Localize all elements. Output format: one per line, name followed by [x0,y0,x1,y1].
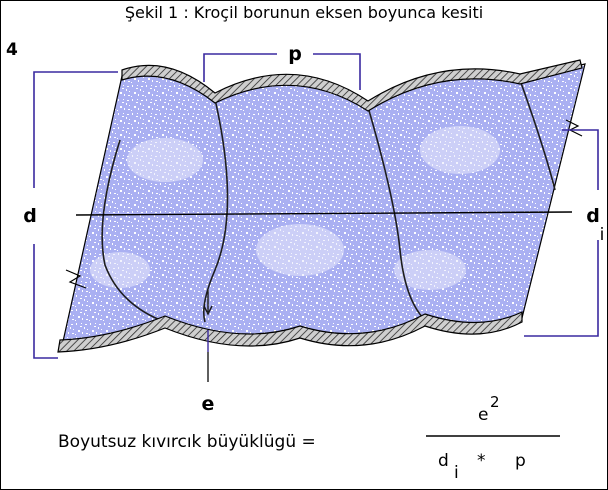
bottom-pipe-wall [57,311,523,353]
edge-break-marks [65,119,583,289]
outer-diameter-dimension [33,71,118,359]
formula-left-text: Boyutsuz kıvırcık büyüklügü = [58,432,316,452]
pitch-label: p [288,43,302,65]
helical-ridges [101,79,556,323]
figure-number: 4 [6,40,18,60]
formula-denominator-subscript: i [454,463,459,483]
inner-diameter-dimension [524,129,599,337]
inner-diameter-subscript: i [600,225,605,245]
formula-denominator-base: d [438,451,449,471]
diagram-title: Şekil 1 : Kroçil borunun eksen boyunca k… [125,3,483,22]
pitch-dimension [203,53,361,90]
formula-denominator-p: p [515,451,526,471]
pipe-interior [61,63,586,347]
formula-numerator-base: e [478,405,488,425]
formula: Boyutsuz kıvırcık büyüklügü = e 2 d i * … [58,393,560,483]
corrugation-depth-label: e [202,393,215,415]
formula-numerator-exponent: 2 [490,393,500,411]
outer-diameter-label: d [23,205,37,227]
inner-diameter-label: d [586,205,600,227]
formula-denominator-operator: * [477,451,486,471]
pipe-axis-line [75,211,573,216]
top-pipe-wall [121,59,583,112]
corrugation-depth-dimension [203,290,213,382]
